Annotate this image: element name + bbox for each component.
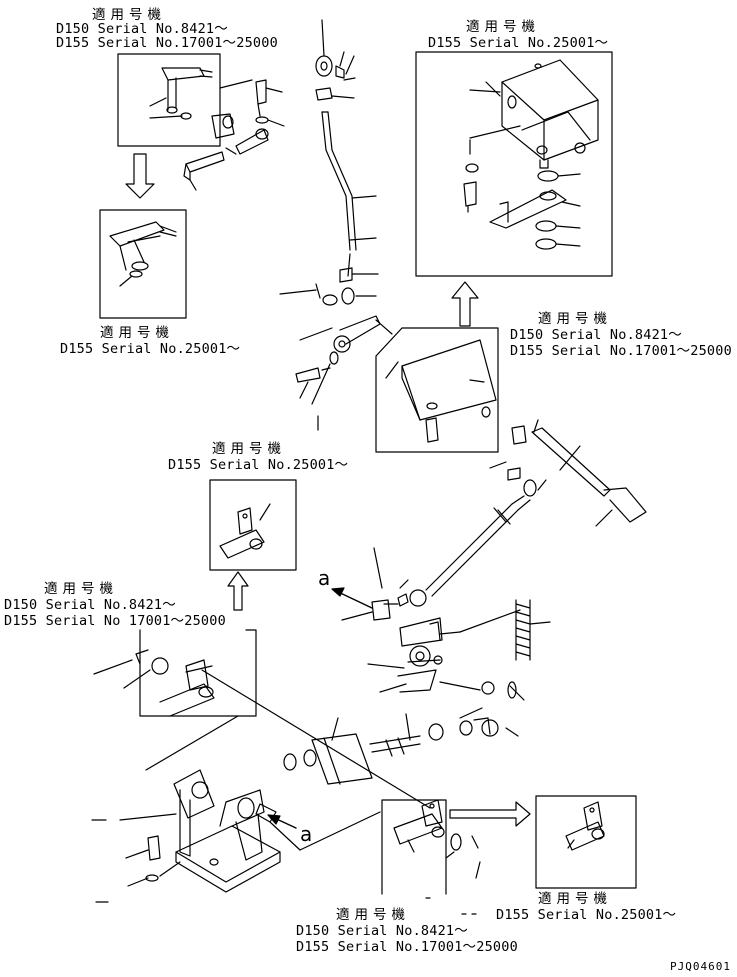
- inset-left-middle: [99, 209, 187, 319]
- label-d150-right-mid: D150 Serial No.8421～: [510, 327, 682, 343]
- label-d150-top-left: D150 Serial No.8421～: [56, 21, 228, 37]
- label-d155-range-bottom: D155 Serial No.17001～25000: [296, 939, 518, 955]
- inset-top-right: [415, 51, 613, 277]
- label-d150-left: D150 Serial No.8421～: [4, 597, 176, 613]
- label-d150-bottom: D150 Serial No.8421～: [296, 923, 468, 939]
- view-a-letter-upper: a: [318, 566, 331, 590]
- label-d155-range-left: D155 Serial No 17001～25000: [4, 613, 226, 629]
- main-lever-assembly: [341, 599, 551, 701]
- arrow-right-icon: [449, 801, 531, 827]
- label-d155-range-right-mid: D155 Serial No.17001～25000: [510, 343, 732, 359]
- arrow-up-icon: [451, 281, 479, 327]
- drawing-code: PJQ04601: [670, 960, 731, 973]
- arrow-up-small-icon: [227, 571, 249, 611]
- label-applicable-left: 適用号機: [44, 581, 118, 597]
- center-linkage: [201, 669, 519, 809]
- upper-rod-assembly: [183, 19, 393, 431]
- inset-lever-old: [93, 629, 257, 717]
- label-applicable-right-mid: 適用号機: [538, 311, 612, 327]
- inset-lever-new: [209, 479, 297, 571]
- inset-bottom-right: [535, 795, 637, 889]
- inset-top-left: [117, 53, 221, 147]
- label-applicable-top-right: 適用号機: [466, 19, 540, 35]
- base-bracket: [119, 715, 381, 893]
- arrow-down-icon: [125, 153, 155, 199]
- inset-bottom-center: [381, 799, 481, 895]
- inset-middle-right: [375, 327, 499, 453]
- view-arrow-icon: [267, 587, 373, 829]
- label-d155-new-left-mid: D155 Serial No.25001～: [60, 341, 241, 357]
- label-applicable-bottom-right: 適用号機: [538, 891, 612, 907]
- label-d155-range-top-left: D155 Serial No.17001～25000: [56, 35, 278, 51]
- view-a-letter-lower: a: [300, 822, 313, 846]
- label-d155-new-bottom-right: D155 Serial No.25001～: [496, 907, 677, 923]
- label-d155-new-center: D155 Serial No.25001～: [168, 457, 349, 473]
- label-d155-new-top-right: D155 Serial No.25001～: [428, 35, 609, 51]
- label-applicable-center: 適用号機: [212, 441, 286, 457]
- inset-leader: [219, 79, 253, 89]
- label-applicable-left-mid: 適用号機: [100, 325, 174, 341]
- label-applicable-top-left: 適用号機: [92, 7, 166, 23]
- label-applicable-bottom: 適用号機: [336, 907, 410, 923]
- right-shaft-assembly: [373, 419, 647, 607]
